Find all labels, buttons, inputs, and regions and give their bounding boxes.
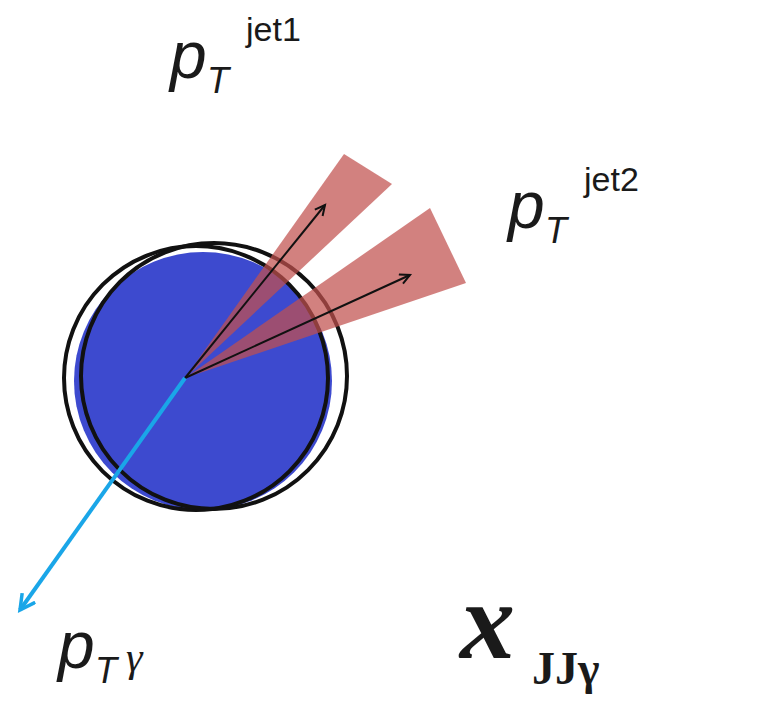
observable-symbol: x bbox=[460, 566, 515, 676]
jet-momentum-arrow bbox=[185, 205, 325, 378]
subscript: T bbox=[545, 213, 567, 249]
jet-momentum-arrow bbox=[185, 275, 410, 378]
superscript: jet1 bbox=[246, 12, 301, 46]
superscript: γ bbox=[126, 636, 143, 678]
superscript: jet2 bbox=[584, 162, 639, 196]
momentum-symbol: p bbox=[170, 22, 207, 88]
momentum-symbol: p bbox=[58, 612, 95, 678]
momentum-symbol: p bbox=[508, 172, 545, 238]
nucleus-outline bbox=[64, 246, 328, 510]
photon-arrow bbox=[20, 378, 185, 610]
subscript: T bbox=[207, 63, 229, 99]
subscript: T bbox=[95, 653, 117, 689]
jet-cone bbox=[185, 208, 466, 378]
subscript: JJγ bbox=[532, 646, 600, 692]
